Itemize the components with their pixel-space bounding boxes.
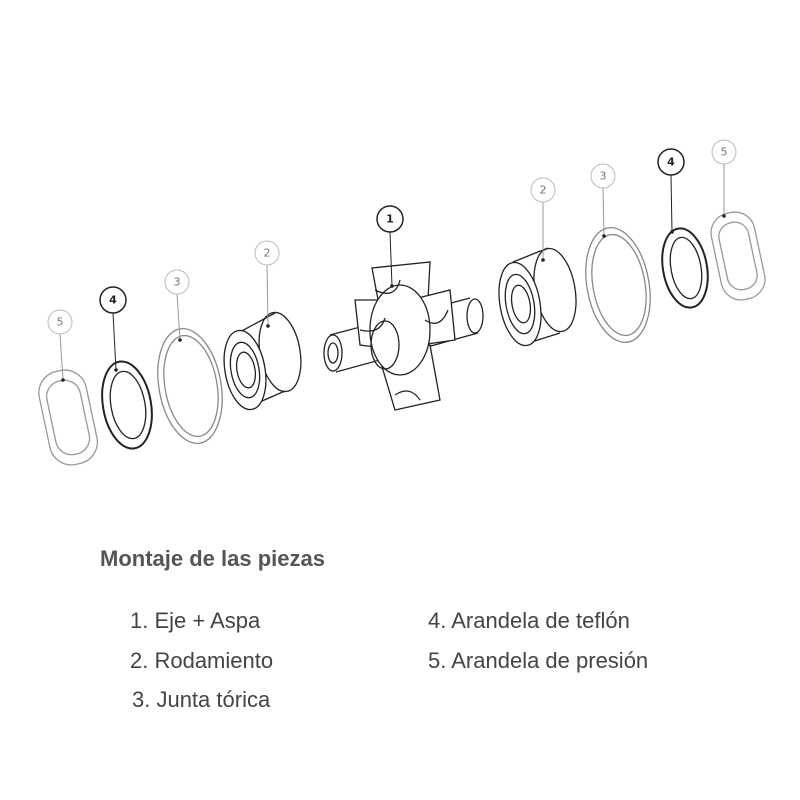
pressure-washer-left bbox=[38, 369, 99, 466]
callout-number: 4 bbox=[109, 294, 117, 307]
bearing-left bbox=[223, 311, 302, 411]
leader-lines bbox=[59, 164, 725, 381]
callout-number: 3 bbox=[600, 170, 607, 183]
exploded-assembly-diagram: 5 4 3 2 1 2 3 4 5 bbox=[38, 139, 766, 466]
callout-right-2: 2 bbox=[530, 177, 556, 203]
legend-item-5: 5. Arandela de presión bbox=[428, 648, 649, 673]
shaft-and-impeller bbox=[323, 261, 484, 411]
callout-left-2: 2 bbox=[254, 240, 280, 266]
pressure-washer-right bbox=[710, 211, 766, 301]
legend-item-4: 4. Arandela de teflón bbox=[428, 608, 630, 633]
o-ring-left bbox=[157, 327, 223, 445]
callout-number: 2 bbox=[264, 247, 271, 260]
teflon-washer-right bbox=[661, 227, 709, 309]
callout-number: 5 bbox=[57, 316, 64, 329]
callout-left-4: 4 bbox=[99, 286, 127, 314]
callout-center-1: 1 bbox=[376, 205, 404, 233]
legend-item-1: 1. Eje + Aspa bbox=[130, 608, 261, 633]
callout-left-3: 3 bbox=[164, 269, 190, 295]
bearing-right bbox=[498, 247, 577, 347]
callout-right-5: 5 bbox=[711, 139, 737, 165]
callout-number: 1 bbox=[386, 213, 394, 226]
callout-number: 5 bbox=[721, 146, 728, 159]
teflon-washer-left bbox=[101, 360, 153, 450]
anchor-dots bbox=[61, 214, 726, 382]
callout-number: 4 bbox=[667, 156, 675, 169]
callout-right-4: 4 bbox=[657, 148, 685, 176]
legend-title: Montaje de las piezas bbox=[100, 546, 325, 571]
callout-right-3: 3 bbox=[590, 163, 616, 189]
o-ring-right bbox=[585, 226, 651, 344]
legend-item-2: 2. Rodamiento bbox=[130, 648, 274, 673]
callout-number: 2 bbox=[540, 184, 547, 197]
callout-left-5: 5 bbox=[47, 309, 73, 335]
legend-item-3: 3. Junta tórica bbox=[132, 687, 271, 712]
callout-number: 3 bbox=[174, 276, 181, 289]
